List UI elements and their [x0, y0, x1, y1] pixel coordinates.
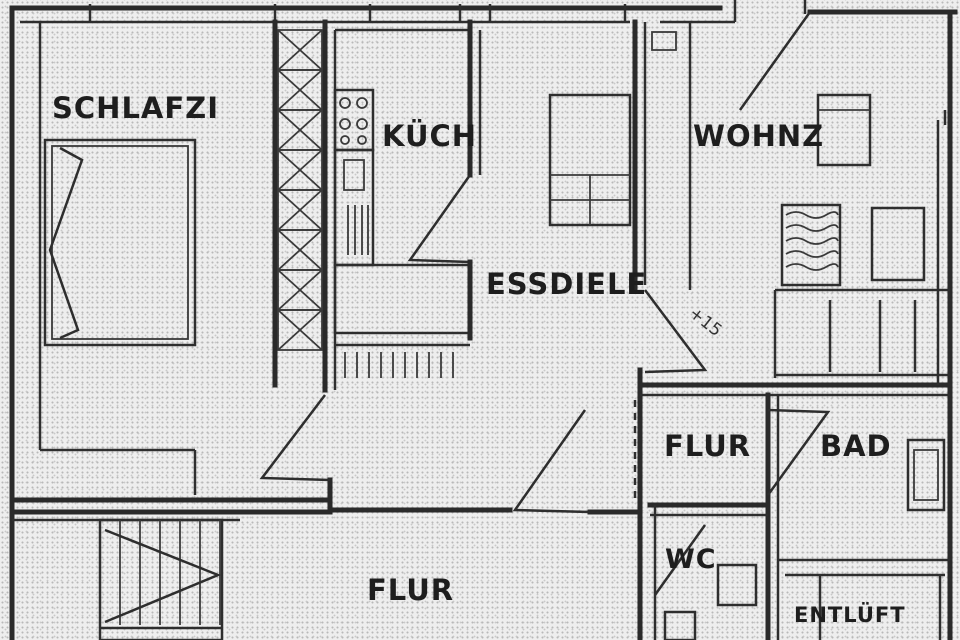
- radiator: [335, 343, 470, 378]
- bed: [43, 138, 197, 347]
- coffee-table: [780, 203, 842, 287]
- wc-fixture: [663, 563, 758, 640]
- room-label-wohnzimmer: WOHNZ: [693, 119, 824, 153]
- outer-walls: [9, 0, 958, 640]
- side-cabinet: [870, 206, 926, 282]
- armchair: [816, 93, 872, 167]
- stair-height-mark: +15: [685, 303, 726, 341]
- room-label-kueche: KÜCH: [382, 119, 477, 153]
- stove: [333, 88, 375, 152]
- wardrobe: [277, 29, 323, 351]
- room-label-entlueftung: ENTLÜFT: [794, 602, 906, 627]
- wardrobe-cell: [277, 309, 323, 351]
- dining-table: [548, 93, 632, 227]
- room-label-bad: BAD: [820, 429, 892, 463]
- room-label-flur-main: FLUR: [367, 573, 454, 607]
- room-label-schlafzimmer: SCHLAFZI: [52, 91, 219, 125]
- room-label-wc: WC: [665, 544, 717, 575]
- room-label-flur-small: FLUR: [664, 429, 751, 463]
- kitchen-counter: [333, 148, 473, 341]
- bathroom-sink: [906, 438, 946, 512]
- chimney-mark: [651, 31, 677, 51]
- shelf-units: [828, 300, 917, 372]
- room-label-essdiele: ESSDIELE: [486, 267, 647, 301]
- door-swings: [259, 174, 831, 596]
- staircase: [98, 518, 224, 640]
